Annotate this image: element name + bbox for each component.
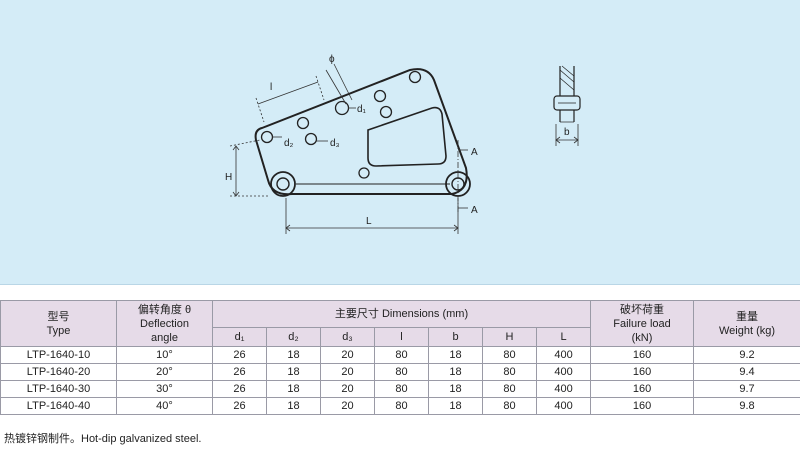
plate-outline [254,68,468,196]
cell-weight: 9.4 [693,363,800,381]
label-l: l [270,82,272,93]
cell-d1: 26 [212,380,267,398]
cell-load: 160 [590,397,695,415]
cell-angle: 40° [116,397,213,415]
subheader-d3: d₃ [320,327,375,347]
cell-angle: 10° [116,346,213,364]
subheader-L: L [535,327,592,347]
cell-l: 80 [374,346,429,364]
side-view-dim [555,124,579,146]
cell-l: 80 [374,363,429,381]
header-weight: 重量 Weight (kg) [693,300,800,347]
cell-b: 18 [428,380,483,398]
cell-type: LTP-1640-10 [0,346,117,364]
cell-angle: 20° [116,363,213,381]
cell-H: 80 [482,363,537,381]
cell-L: 400 [535,363,592,381]
cell-load: 160 [590,363,695,381]
cell-d1: 26 [212,346,267,364]
drawing-panel: ϕ l d₁ d₃ d₂ H L A A b [0,0,800,285]
side-view [553,65,581,123]
cell-load: 160 [590,380,695,398]
subheader-l: l [374,327,429,347]
subheader-b: b [428,327,483,347]
cell-d1: 26 [212,363,267,381]
label-a-top: A [471,147,478,158]
cell-L: 400 [535,397,592,415]
cell-d3: 20 [320,363,375,381]
cell-d2: 18 [266,380,321,398]
cell-d3: 20 [320,380,375,398]
label-a-bottom: A [471,205,478,216]
cell-weight: 9.2 [693,346,800,364]
cell-weight: 9.8 [693,397,800,415]
cell-H: 80 [482,380,537,398]
cell-angle: 30° [116,380,213,398]
cell-d2: 18 [266,346,321,364]
cell-H: 80 [482,397,537,415]
footnote: 热镀锌钢制件。Hot-dip galvanized steel. [4,433,202,445]
cell-H: 80 [482,346,537,364]
bottom-hole-left [270,171,296,197]
table-row: LTP-1640-30 30° 26 18 20 80 18 80 400 16… [0,380,800,398]
cell-L: 400 [535,380,592,398]
cell-d3: 20 [320,346,375,364]
spec-table: 型号 Type 偏转角度 θ Deflection angle 主要尺寸 Dim… [0,300,800,415]
cell-weight: 9.7 [693,380,800,398]
dimension-lines [229,63,468,234]
label-b: b [564,127,570,138]
label-d1: d₁ [357,104,367,115]
subheader-H: H [482,327,537,347]
table-row: LTP-1640-40 40° 26 18 20 80 18 80 400 16… [0,397,800,415]
cell-b: 18 [428,363,483,381]
header-type: 型号 Type [0,300,117,347]
subheader-d1: d₁ [212,327,267,347]
cell-l: 80 [374,380,429,398]
cell-d2: 18 [266,397,321,415]
cell-L: 400 [535,346,592,364]
cell-load: 160 [590,346,695,364]
cell-b: 18 [428,346,483,364]
cell-b: 18 [428,397,483,415]
label-phi: ϕ [329,54,335,65]
label-H: H [225,172,232,183]
cell-type: LTP-1640-30 [0,380,117,398]
header-load: 破坏荷重 Failure load (kN) [590,300,695,347]
cell-type: LTP-1640-20 [0,363,117,381]
subheader-d2: d₂ [266,327,321,347]
label-d2: d₂ [284,138,294,149]
cell-type: LTP-1640-40 [0,397,117,415]
header-dimensions: 主要尺寸 Dimensions (mm) [211,300,592,328]
cell-d1: 26 [212,397,267,415]
table-row: LTP-1640-20 20° 26 18 20 80 18 80 400 16… [0,363,800,381]
header-angle: 偏转角度 θ Deflection angle [116,300,213,347]
table-row: LTP-1640-10 10° 26 18 20 80 18 80 400 16… [0,346,800,364]
plate-cutout [367,106,447,167]
cell-d2: 18 [266,363,321,381]
cell-d3: 20 [320,397,375,415]
label-d3: d₃ [330,138,340,149]
technical-drawing: ϕ l d₁ d₃ d₂ H L A A b [225,54,581,234]
cell-l: 80 [374,397,429,415]
label-L: L [366,216,372,227]
small-holes [260,70,422,179]
